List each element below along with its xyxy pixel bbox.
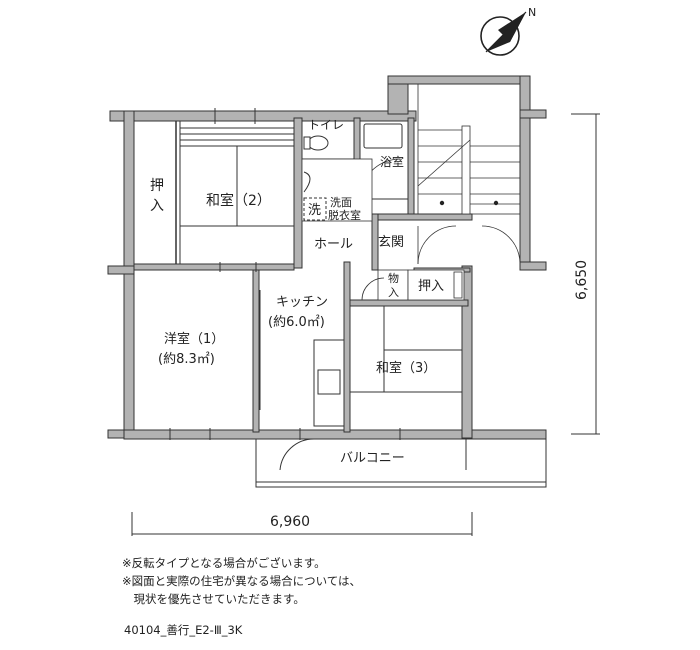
compass-north-label: N (528, 6, 536, 19)
label-hall: ホール (314, 237, 353, 252)
label-washitsu-2: 和室（2） (206, 192, 271, 209)
note-line: ※図面と実際の住宅が異なる場合については、 (122, 574, 362, 588)
plan-code: 40104_善行_E2-Ⅲ_3K (124, 623, 243, 637)
label-closet-left-1: 押 (150, 178, 164, 194)
label-washitsu-3: 和室（3） (376, 360, 436, 376)
notes: ※反転タイプとなる場合がございます。 ※図面と実際の住宅が異なる場合については、… (122, 554, 361, 608)
label-washer: 洗 (308, 203, 321, 218)
compass-icon (480, 11, 527, 56)
label-youshitsu-1: 洋室（1） (164, 331, 224, 347)
label-closet-right: 押入 (418, 279, 444, 294)
note-line: 現状を優先させていただきます。 (122, 592, 305, 606)
label-closet-left-2: 入 (150, 198, 164, 214)
label-kitchen-1: キッチン (276, 295, 328, 310)
label-kitchen-2: (約6.0㎡) (268, 315, 325, 330)
dimension-width: 6,960 (270, 514, 310, 530)
dimension-lines (131, 113, 600, 536)
note-line: ※反転タイプとなる場合がございます。 (122, 556, 326, 570)
label-senmen-1: 洗面 (330, 196, 352, 209)
label-youshitsu-2: (約8.3㎡) (158, 352, 215, 367)
label-toilet: トイレ (308, 118, 344, 132)
label-balcony: バルコニー (340, 451, 405, 466)
label-genkan: 玄関 (378, 235, 404, 250)
label-storage-2: 入 (388, 286, 399, 299)
label-senmen-2: 脱衣室 (328, 208, 361, 222)
label-bath: 浴室 (380, 154, 404, 169)
dimension-depth: 6,650 (574, 260, 590, 300)
label-storage-1: 物 (388, 271, 399, 285)
